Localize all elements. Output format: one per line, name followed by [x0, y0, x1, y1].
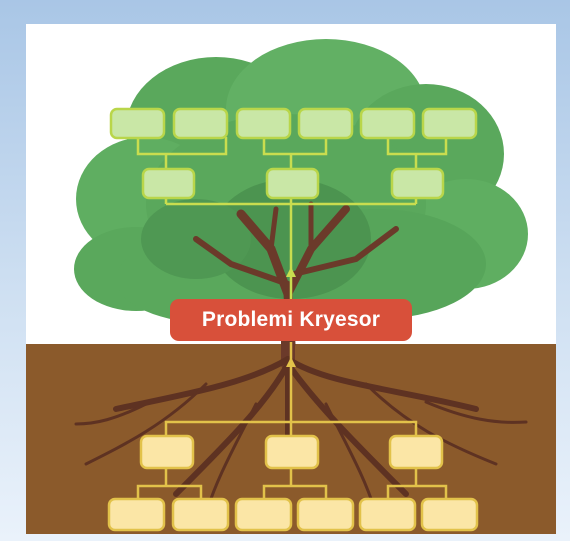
cause-box [139, 434, 195, 470]
effect-box [390, 167, 445, 200]
effects-arrow [286, 267, 296, 277]
effect-box [421, 107, 478, 140]
cause-box [171, 497, 230, 532]
cause-box [107, 497, 166, 532]
cause-box [296, 497, 355, 532]
effect-box [235, 107, 292, 140]
effect-box [297, 107, 354, 140]
effects-middle-row [141, 167, 445, 200]
cause-box [358, 497, 417, 532]
tree-roots [74, 356, 528, 516]
causes-arrow [286, 357, 296, 367]
causes-bottom-row [107, 497, 479, 532]
causes-connectors [136, 342, 448, 499]
main-problem-label: Problemi Kryesor [170, 299, 412, 341]
effect-box [109, 107, 166, 140]
effect-box [265, 167, 320, 200]
effects-top-row [109, 107, 478, 140]
cause-box [420, 497, 479, 532]
cause-box [388, 434, 444, 470]
cause-box [234, 497, 293, 532]
causes-middle-row [139, 434, 444, 470]
cause-box [264, 434, 320, 470]
problem-tree-diagram: Problemi Kryesor [26, 24, 556, 534]
effect-box [141, 167, 196, 200]
effect-box [359, 107, 416, 140]
problem-tree-illustration [26, 39, 556, 534]
effect-box [172, 107, 229, 140]
